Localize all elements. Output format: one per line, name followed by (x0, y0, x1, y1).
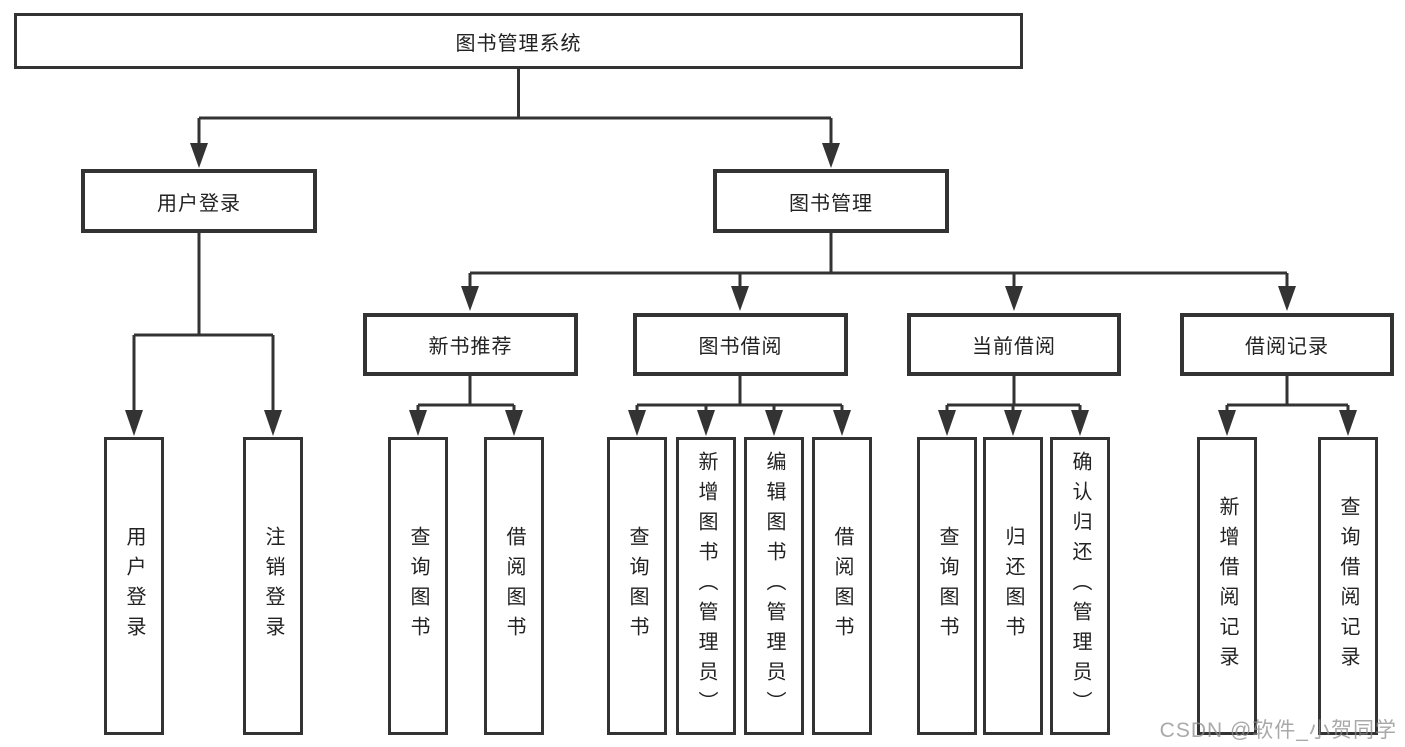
node-borrow-books-recommend: 借阅图书 (484, 437, 544, 735)
node-add-books-admin-label: 新增图书（管理员） (695, 451, 717, 721)
node-book-borrowing: 图书借阅 (633, 313, 848, 376)
node-book-management-module: 图书管理 (713, 169, 949, 233)
csdn-watermark: CSDN @软件_小贺同学 (1159, 719, 1397, 742)
node-logout-label: 注销登录 (262, 526, 284, 646)
node-add-borrow-record-label: 新增借阅记录 (1216, 496, 1238, 676)
node-query-books-current: 查询图书 (917, 437, 977, 735)
node-system-root: 图书管理系统 (14, 13, 1023, 69)
node-query-books-borrowing-label: 查询图书 (626, 526, 648, 646)
node-borrowing-records: 借阅记录 (1180, 313, 1394, 376)
arrowheads (125, 143, 1357, 436)
node-query-borrow-record-label: 查询借阅记录 (1337, 496, 1359, 676)
node-borrow-books-borrowing-label: 借阅图书 (831, 526, 853, 646)
node-user-login-label: 用户登录 (123, 526, 145, 646)
node-add-books-admin: 新增图书（管理员） (676, 437, 736, 735)
node-borrow-books-recommend-label: 借阅图书 (503, 526, 525, 646)
node-query-borrow-record: 查询借阅记录 (1318, 437, 1378, 735)
node-user-login: 用户登录 (104, 437, 164, 735)
node-borrow-books-borrowing: 借阅图书 (812, 437, 872, 735)
node-query-books-borrowing: 查询图书 (607, 437, 667, 735)
node-query-books-current-label: 查询图书 (936, 526, 958, 646)
node-query-books-recommend-label: 查询图书 (407, 526, 429, 646)
node-edit-books-admin: 编辑图书（管理员） (744, 437, 804, 735)
node-return-books-label: 归还图书 (1002, 526, 1024, 646)
node-current-borrowing: 当前借阅 (907, 313, 1121, 376)
node-new-book-recommendation: 新书推荐 (363, 313, 578, 376)
node-confirm-return-admin-label: 确认归还（管理员） (1069, 451, 1091, 721)
node-edit-books-admin-label: 编辑图书（管理员） (763, 451, 785, 721)
node-query-books-recommend: 查询图书 (388, 437, 448, 735)
node-logout: 注销登录 (243, 437, 303, 735)
node-user-login-module: 用户登录 (81, 169, 317, 233)
node-add-borrow-record: 新增借阅记录 (1197, 437, 1257, 735)
node-confirm-return-admin: 确认归还（管理员） (1050, 437, 1110, 735)
node-return-books: 归还图书 (983, 437, 1043, 735)
